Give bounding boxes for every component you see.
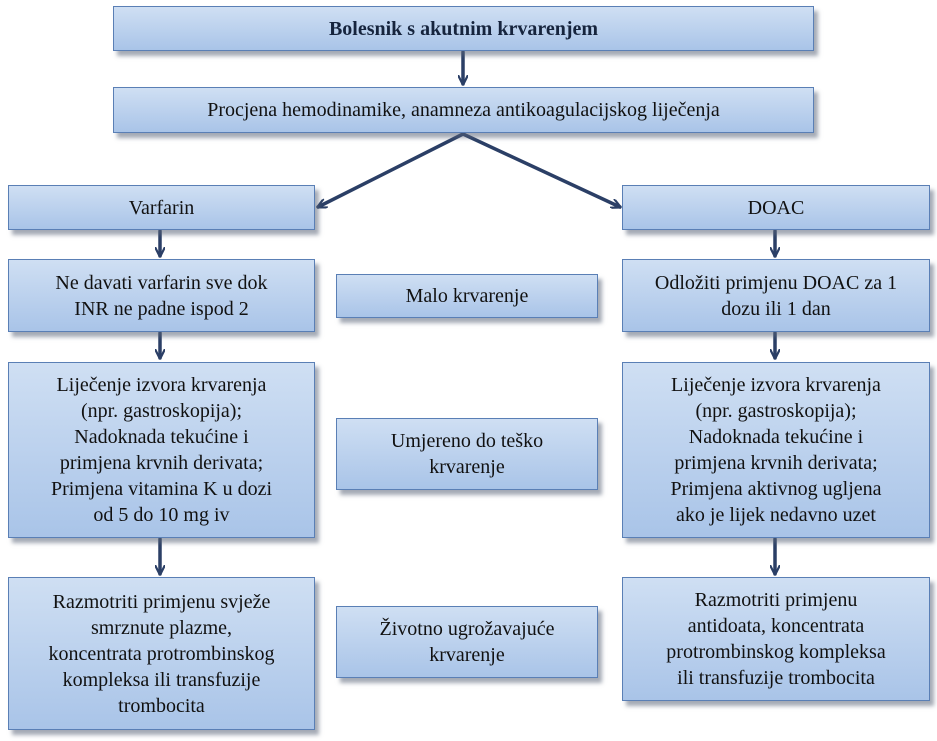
title-box: Bolesnik s akutnim krvarenjem [113,6,814,51]
doac-step-2: Liječenje izvora krvarenja (npr. gastros… [622,362,930,538]
severity-moderate: Umjereno do teško krvarenje [336,418,598,490]
doac-step-3-text: Razmotriti primjenu antidoata, koncentra… [666,589,886,689]
severity-mild-text: Malo krvarenje [405,285,529,307]
doac-box: DOAC [622,185,930,230]
warfarin-step-3: Razmotriti primjenu svježe smrznute plaz… [8,577,315,730]
severity-severe-text: Životno ugrožavajuće krvarenje [379,618,555,666]
warfarin-label: Varfarin [128,196,195,219]
warfarin-box: Varfarin [8,185,315,230]
severity-severe: Životno ugrožavajuće krvarenje [336,606,598,678]
warfarin-step-2-text: Liječenje izvora krvarenja (npr. gastros… [50,374,273,526]
doac-step-2-text: Liječenje izvora krvarenja (npr. gastros… [670,374,882,526]
warfarin-step-1-text: Ne davati varfarin sve dok INR ne padne … [55,271,268,320]
severity-mild: Malo krvarenje [336,274,598,318]
title-text: Bolesnik s akutnim krvarenjem [328,17,599,40]
doac-step-1: Odložiti primjenu DOAC za 1 dozu ili 1 d… [622,259,930,332]
doac-step-3: Razmotriti primjenu antidoata, koncentra… [622,577,930,701]
severity-moderate-text: Umjereno do teško krvarenje [390,430,544,478]
arrow-assessment-to-warfarin [318,132,465,209]
doac-step-1-text: Odložiti primjenu DOAC za 1 dozu ili 1 d… [654,271,898,320]
warfarin-step-2: Liječenje izvora krvarenja (npr. gastros… [8,362,315,538]
assessment-box: Procjena hemodinamike, anamneza antikoag… [113,87,814,133]
warfarin-step-1: Ne davati varfarin sve dok INR ne padne … [8,259,315,332]
assessment-text: Procjena hemodinamike, anamneza antikoag… [207,99,720,121]
warfarin-step-3-text: Razmotriti primjenu svježe smrznute plaz… [48,590,275,717]
doac-label: DOAC [747,196,805,219]
arrow-assessment-to-doac [461,132,620,207]
